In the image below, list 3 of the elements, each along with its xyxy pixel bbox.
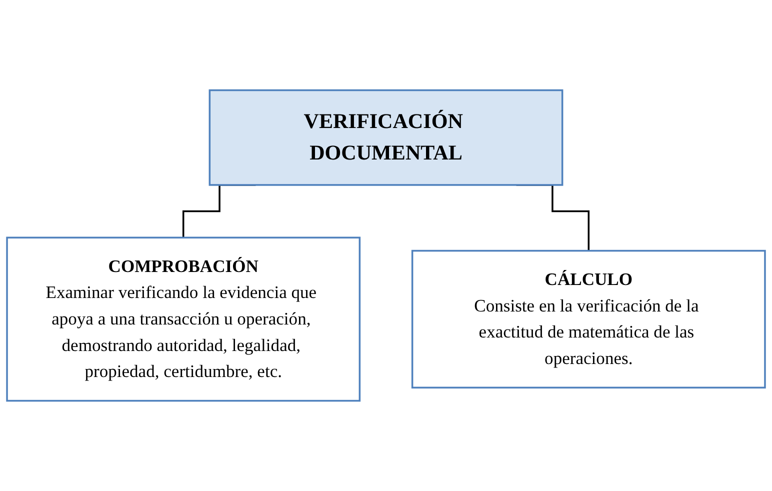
node-box: CÁLCULO Consiste en la verificación de la exactitud de matemática de las operaciones. [411, 250, 766, 388]
node-box: COMPROBACIÓN Examinar verificando la evidencia que apoya a una transacción u operación, demostrando autoridad, legalidad, propiedad, certidumbre, etc. [6, 236, 361, 402]
node-box: VERIFICACIÓN DOCUMENTAL [208, 89, 564, 186]
